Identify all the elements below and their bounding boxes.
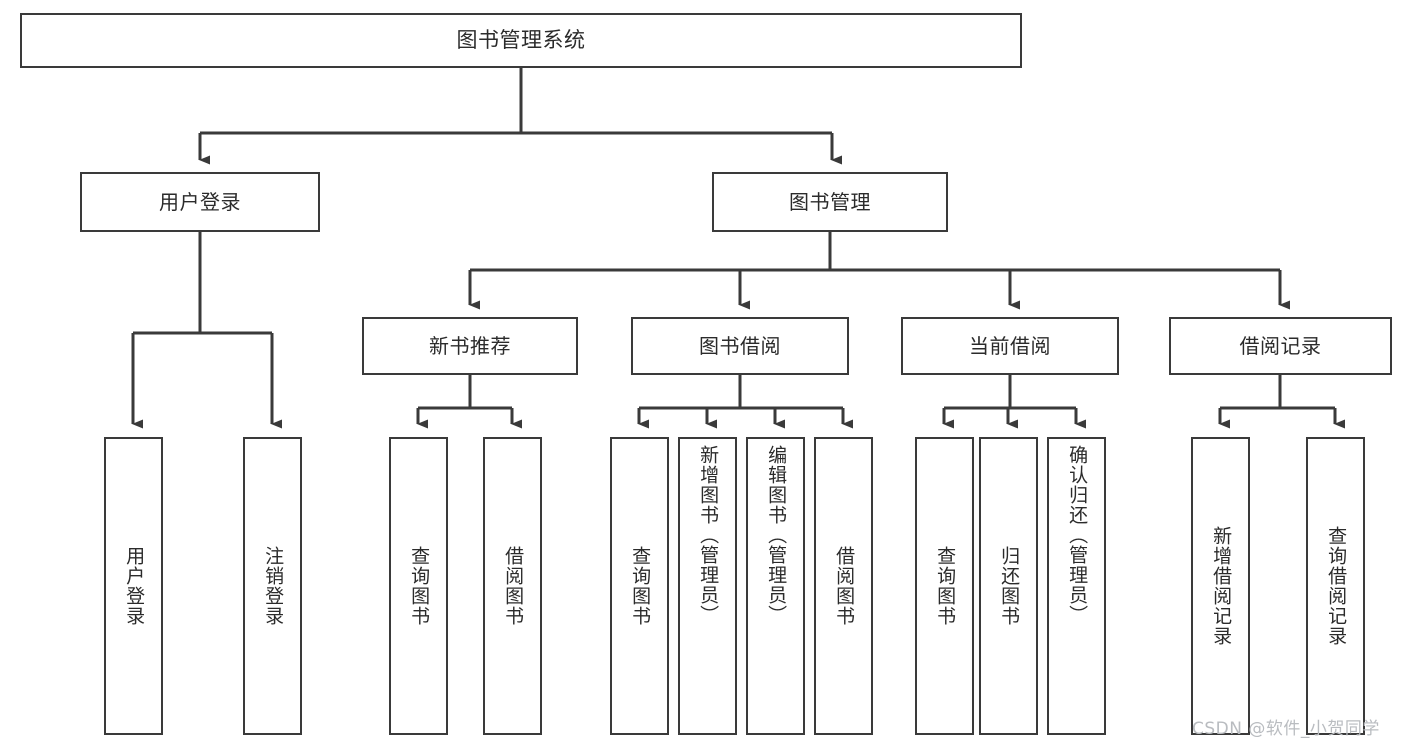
leaf-recommend-borrow-book[interactable]: 借阅图书 (483, 437, 542, 735)
leaf-recommend-query-book[interactable]: 查询图书 (389, 437, 448, 735)
node-label: 借阅图书 (833, 546, 856, 626)
node-label: 查询图书 (629, 546, 652, 626)
node-root-system[interactable]: 图书管理系统 (20, 13, 1022, 68)
leaf-borrow-query-book[interactable]: 查询图书 (610, 437, 669, 735)
node-label: 当前借阅 (969, 333, 1051, 358)
leaf-current-confirm-return-admin[interactable]: 确认归还（管理员） (1047, 437, 1106, 735)
leaf-record-query-record[interactable]: 查询借阅记录 (1306, 437, 1365, 735)
node-borrow-record[interactable]: 借阅记录 (1169, 317, 1392, 375)
node-label: 用户登录 (159, 189, 241, 214)
csdn-watermark: CSDN @软件_小贺同学 (1192, 719, 1380, 739)
node-label: 编辑图书（管理员） (765, 445, 788, 625)
node-label: 图书借阅 (699, 333, 781, 358)
node-book-management[interactable]: 图书管理 (712, 172, 948, 232)
node-label: 新书推荐 (429, 333, 511, 358)
node-label: 借阅记录 (1239, 333, 1322, 358)
leaf-borrow-add-book-admin[interactable]: 新增图书（管理员） (678, 437, 737, 735)
node-label: 查询借阅记录 (1325, 526, 1348, 646)
node-label: 注销登录 (262, 546, 285, 626)
node-label: 借阅图书 (502, 546, 525, 626)
node-label: 用户登录 (123, 546, 146, 626)
leaf-user-logout[interactable]: 注销登录 (243, 437, 302, 735)
node-label: 查询图书 (408, 546, 431, 626)
node-current-borrow[interactable]: 当前借阅 (901, 317, 1119, 375)
node-label: 图书管理系统 (456, 28, 586, 53)
leaf-user-login[interactable]: 用户登录 (104, 437, 163, 735)
node-label: 新增图书（管理员） (697, 445, 720, 625)
leaf-borrow-edit-book-admin[interactable]: 编辑图书（管理员） (746, 437, 805, 735)
node-user-login[interactable]: 用户登录 (80, 172, 320, 232)
node-label: 确认归还（管理员） (1066, 445, 1089, 625)
node-new-book-recommend[interactable]: 新书推荐 (362, 317, 578, 375)
node-label: 图书管理 (789, 189, 871, 214)
node-book-borrow[interactable]: 图书借阅 (631, 317, 849, 375)
leaf-record-add-record[interactable]: 新增借阅记录 (1191, 437, 1250, 735)
node-label: 新增借阅记录 (1210, 526, 1233, 646)
node-label: 查询图书 (934, 546, 957, 626)
leaf-current-return-book[interactable]: 归还图书 (979, 437, 1038, 735)
leaf-current-query-book[interactable]: 查询图书 (915, 437, 974, 735)
node-label: 归还图书 (998, 546, 1021, 626)
leaf-borrow-borrow-book[interactable]: 借阅图书 (814, 437, 873, 735)
